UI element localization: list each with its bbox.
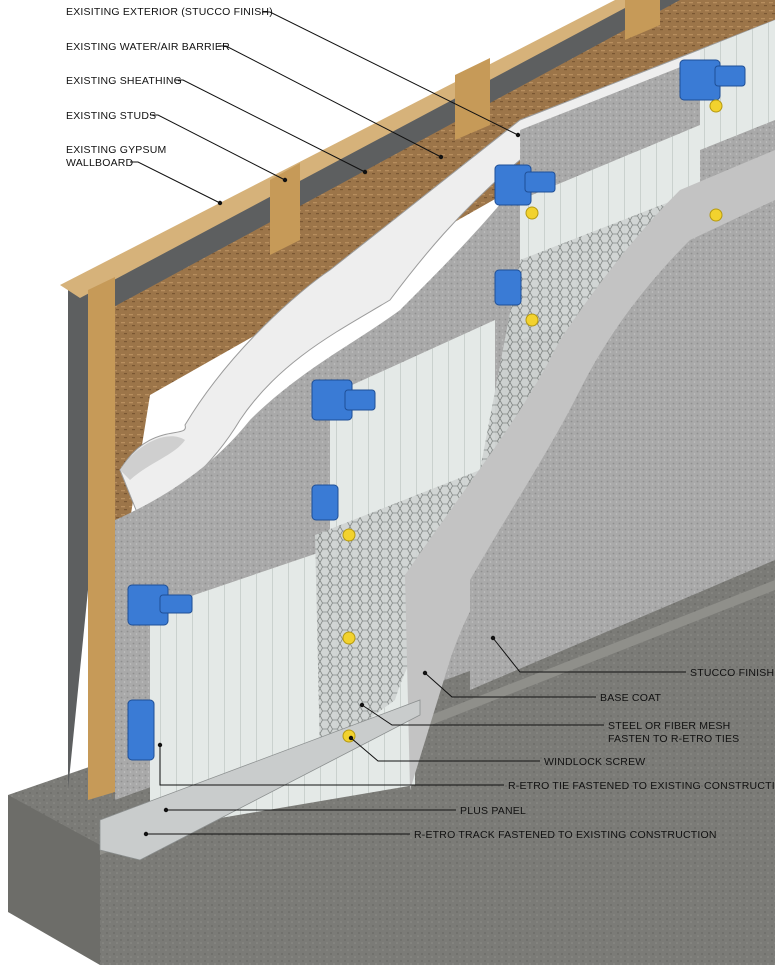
label-stucco-finish: STUCCO FINISH — [690, 667, 774, 679]
leader-base-coat — [424, 672, 596, 698]
stud — [625, 0, 660, 40]
leader-water-air-barrier — [218, 45, 442, 158]
screw-icon — [525, 313, 539, 327]
label-gypsum-line2: WALLBOARD — [66, 157, 134, 169]
label-r-etro-tie: R-ETRO TIE FASTENED TO EXISTING CONSTRUC… — [508, 780, 775, 792]
tie-icon — [494, 269, 522, 306]
label-r-etro-track: R-ETRO TRACK FASTENED TO EXISTING CONSTR… — [414, 829, 717, 841]
windlock-screws — [342, 99, 723, 743]
leader-tie — [159, 745, 504, 786]
tie-icon — [494, 164, 556, 206]
leader-dot — [438, 154, 444, 160]
screw-icon — [342, 528, 356, 542]
r-etro-track — [99, 699, 421, 861]
tie-icon — [127, 699, 155, 761]
leader-dot — [490, 635, 496, 641]
leader-windlock — [350, 737, 540, 762]
callouts-bottom: STUCCO FINISH BASE COAT STEEL OR FIBER M… — [143, 635, 775, 841]
leader-dot — [359, 702, 365, 708]
leader-dot — [157, 742, 163, 748]
leader-dot — [282, 177, 288, 183]
tie-icon — [679, 59, 746, 101]
label-mesh-line2: FASTEN TO R-ETRO TIES — [608, 733, 739, 745]
label-existing-studs: EXISTING STUDS — [66, 110, 156, 122]
callouts-top: EXISITING EXTERIOR (STUCCO FINISH) EXIST… — [66, 6, 521, 206]
label-gypsum-line1: EXISTING GYPSUM — [66, 144, 166, 156]
leader-dot — [422, 670, 428, 676]
base-coat — [405, 150, 775, 790]
tie-icon — [311, 379, 376, 421]
stud — [270, 163, 300, 255]
label-plus-panel: PLUS PANEL — [460, 805, 526, 817]
screw-icon — [709, 99, 723, 113]
stud — [88, 277, 115, 800]
label-water-air-barrier: EXISTING WATER/AIR BARRIER — [66, 41, 230, 53]
leader-dot — [217, 200, 223, 206]
label-mesh-line1: STEEL OR FIBER MESH — [608, 720, 730, 732]
stucco-finish-layer — [470, 200, 775, 690]
leader-existing-sheathing — [175, 79, 366, 173]
label-existing-sheathing: EXISTING SHEATHING — [66, 75, 182, 87]
leader-dot — [348, 735, 354, 741]
tie-icon — [311, 484, 339, 521]
label-base-coat: BASE COAT — [600, 692, 662, 704]
leader-stucco-finish — [492, 637, 686, 673]
leader-dot — [163, 807, 169, 813]
leader-dot — [515, 132, 521, 138]
leader-existing-studs — [150, 114, 286, 181]
screw-icon — [525, 206, 539, 220]
stud — [455, 58, 490, 140]
leader-gypsum — [130, 161, 221, 204]
r-etro-ties — [127, 59, 746, 761]
tie-icon — [127, 584, 193, 626]
existing-wall-assembly — [60, 0, 775, 800]
screw-icon — [342, 631, 356, 645]
leader-dot — [362, 169, 368, 175]
leader-existing-exterior — [262, 11, 519, 136]
screw-icon — [709, 208, 723, 222]
leader-dot — [143, 831, 149, 837]
label-existing-exterior: EXISITING EXTERIOR (STUCCO FINISH) — [66, 6, 273, 18]
label-windlock-screw: WINDLOCK SCREW — [544, 756, 645, 768]
leader-mesh — [361, 704, 604, 726]
